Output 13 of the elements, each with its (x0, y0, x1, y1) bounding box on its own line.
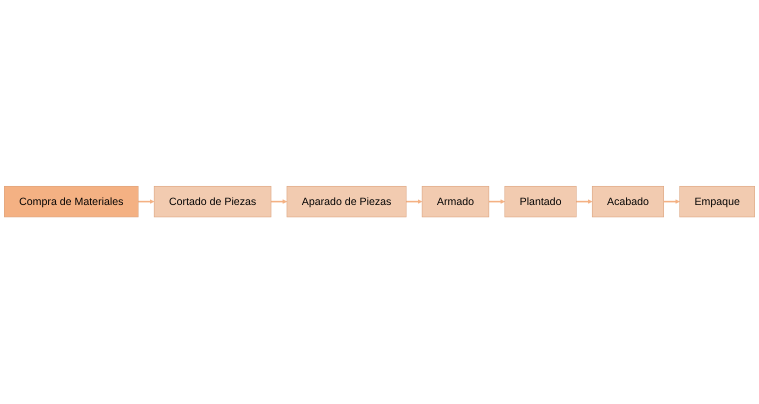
node-box: Aparado de Piezas (286, 186, 406, 218)
node-box: Acabado (592, 186, 664, 218)
arrow (138, 200, 154, 204)
arrow (488, 200, 505, 204)
node-box: Cortado de Piezas (154, 186, 272, 218)
node-box: Armado (422, 186, 490, 218)
node-box: Plantado (504, 186, 577, 218)
node-box: Compra de Materiales (4, 186, 139, 218)
arrow (664, 200, 680, 204)
arrow (406, 200, 422, 204)
arrow (576, 200, 592, 204)
node-box: Empaque (679, 186, 755, 218)
arrow (271, 200, 288, 204)
